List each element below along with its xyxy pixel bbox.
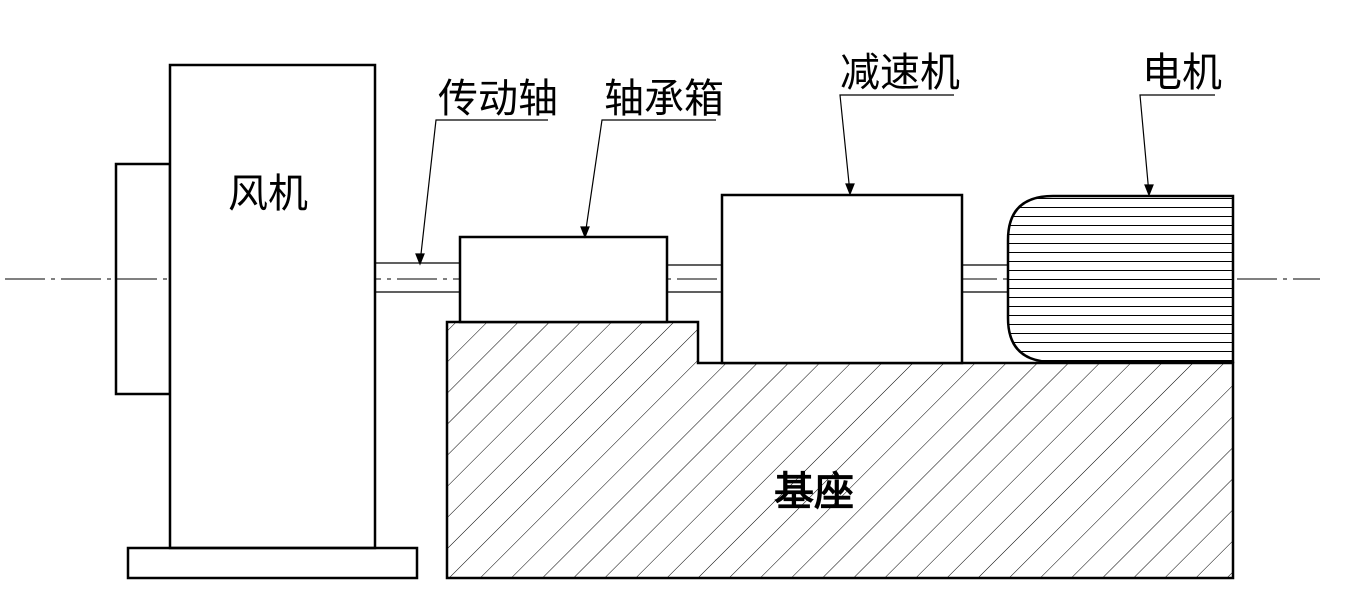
reducer-label: 减速机 [840,50,960,96]
reducer [720,193,964,365]
base-label: 基座 [774,469,854,515]
drive-shaft [375,262,1008,293]
bearing-box-label: 轴承箱 [604,76,724,122]
bearing-box [458,235,669,324]
fan-foot [126,546,419,580]
shaft-leader [419,119,548,264]
fan-body [168,63,377,550]
bearing-leader [584,119,716,237]
motor [1006,194,1235,364]
motor-leader [1139,94,1215,195]
shaft-label: 传动轴 [438,76,558,122]
motor-label: 电机 [1142,50,1222,96]
reducer-leader [839,94,954,194]
fan-label: 风机 [228,171,308,217]
fan [114,63,419,580]
leader-lines [415,94,1215,266]
